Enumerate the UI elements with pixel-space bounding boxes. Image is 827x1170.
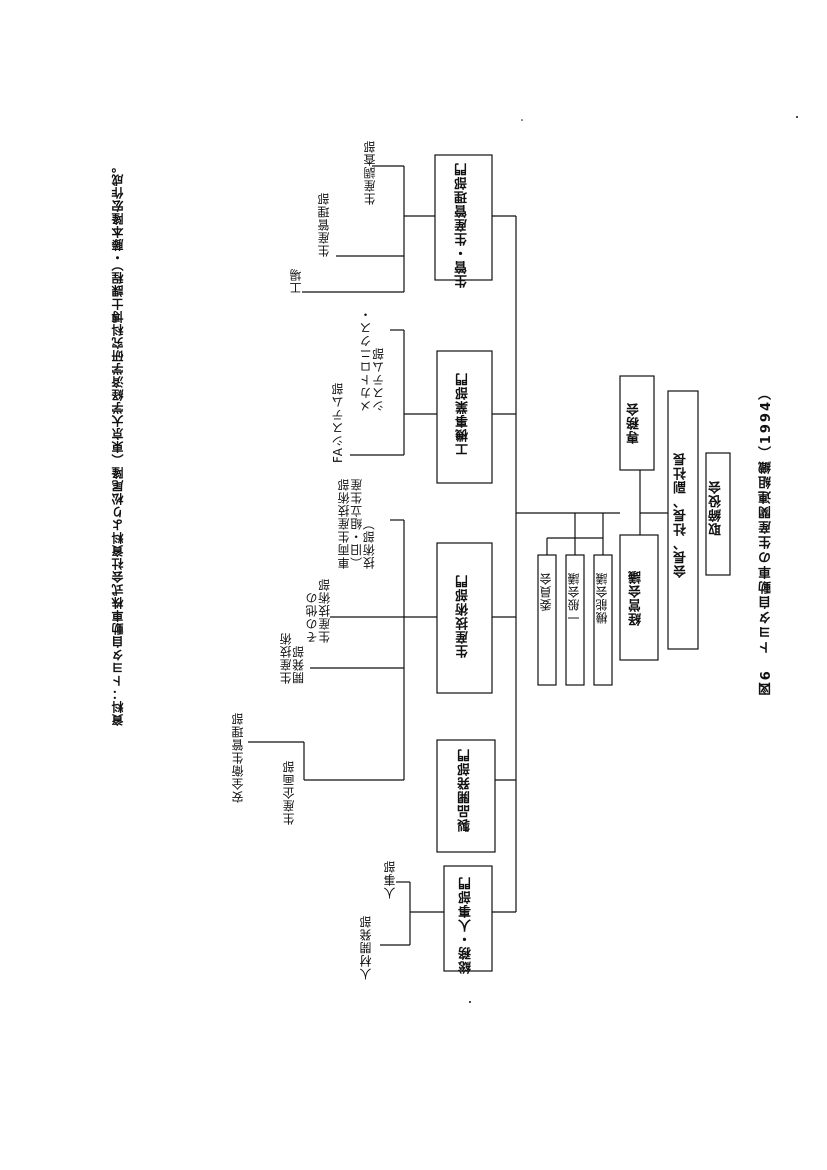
keiei-label: 経営会議 [629,570,644,626]
sub-label-4-1: 生産企画部 [282,760,296,825]
executives-box [667,390,699,650]
division-box-2 [436,350,493,484]
senmukai-label: 専務会 [627,402,642,444]
division-box-3 [436,542,493,694]
board-label: 取締役会 [709,480,724,536]
figure-title: 図6 トヨタ自動車の生産関連組織（1994） [759,385,774,696]
sub-label-5-1: 人事部 [383,860,397,899]
sub-label-1-2: 生産管理部 [317,192,331,257]
executives-label: 会長、社長、副社長 [674,452,689,578]
sub-label-2-1: メカトロニクス・ システム部 [359,308,386,412]
sub-label-1-3: 工場 [289,268,303,294]
division-box-5 [443,865,493,972]
division-box-4 [436,739,496,853]
division-label-1: 生管・生産管理部門 [455,162,470,288]
sub-label-1-1: 生産調査部 [363,140,377,205]
sub-label-4-2: 安全衛生管理部 [231,712,245,803]
sub-label-3-2: その他の 生産技術部 [305,578,332,643]
kinou-label: 機能会議 [595,572,609,624]
keiei-box [619,534,659,661]
iinkai-label: 委員会 [539,572,553,611]
division-label-2: 工機事業部門 [456,372,471,456]
sub-label-3-3: 生産技術 開発部 [279,632,306,684]
senmukai-box [619,375,655,471]
board-box [705,452,731,576]
sub-label-3-1: 車両生産技術部 （旧・組立生産 技術部） [337,478,377,569]
ippan-label: 一般会議 [567,572,581,624]
sub-label-2-2: FAシステム部 [331,382,345,464]
division-label-3: 生産技術部門 [456,574,471,658]
sub-label-5-2: 人材開発部 [359,915,373,980]
division-label-4: 製品開発部門 [458,748,473,832]
source-note: 資料：トヨタ自動車株式会社資料より松尾隆（東京大学経済学研究科博士課程）・藤本隆… [111,160,125,726]
division-label-5: 総務・人事部門 [459,876,474,974]
division-box-1 [434,154,493,281]
